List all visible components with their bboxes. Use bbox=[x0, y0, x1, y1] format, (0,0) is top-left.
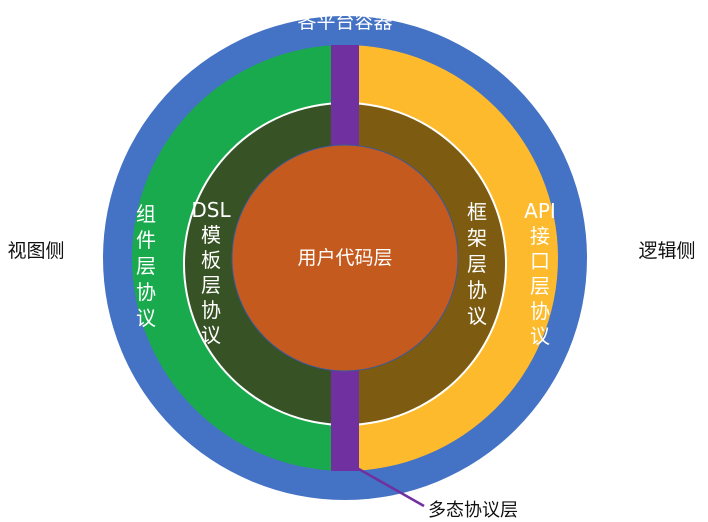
logic-side-label: 逻辑侧 bbox=[638, 240, 695, 262]
label-char: 接 bbox=[530, 224, 550, 248]
label-char: 板 bbox=[201, 248, 221, 272]
label-char: 议 bbox=[467, 304, 487, 328]
platform-container-label: 各平台容器 bbox=[297, 11, 392, 33]
label-char: 层 bbox=[136, 254, 156, 278]
label-char: 模 bbox=[201, 223, 221, 247]
polymorphic-protocol-label: 多态协议层 bbox=[428, 500, 518, 521]
label-char: 组 bbox=[136, 202, 156, 226]
label-char: 议 bbox=[201, 323, 221, 347]
label-char: 层 bbox=[530, 274, 550, 298]
label-char: 协 bbox=[467, 278, 487, 302]
user-code-label: 用户代码层 bbox=[297, 247, 392, 269]
label-char: API bbox=[524, 199, 556, 223]
label-char: 协 bbox=[201, 298, 221, 322]
label-char: 口 bbox=[530, 249, 550, 273]
label-char: 件 bbox=[136, 228, 156, 252]
label-char: 议 bbox=[530, 324, 550, 348]
label-char: 协 bbox=[136, 280, 156, 304]
polymorphic-bridge-bottom bbox=[331, 370, 359, 471]
framework-layer-label: 框架层协议 bbox=[467, 200, 487, 328]
label-char: 框 bbox=[467, 200, 487, 224]
label-char: 架 bbox=[467, 226, 487, 250]
label-char: 议 bbox=[136, 306, 156, 330]
label-char: DSL bbox=[191, 198, 231, 222]
label-char: 协 bbox=[530, 299, 550, 323]
label-char: 层 bbox=[467, 252, 487, 276]
component-layer-label: 组件层协议 bbox=[136, 202, 156, 330]
callout-pointer bbox=[356, 466, 425, 508]
polymorphic-bridge-top bbox=[331, 45, 359, 146]
user-code-core bbox=[231, 144, 459, 372]
label-char: 层 bbox=[201, 273, 221, 297]
view-side-label: 视图侧 bbox=[7, 240, 64, 262]
